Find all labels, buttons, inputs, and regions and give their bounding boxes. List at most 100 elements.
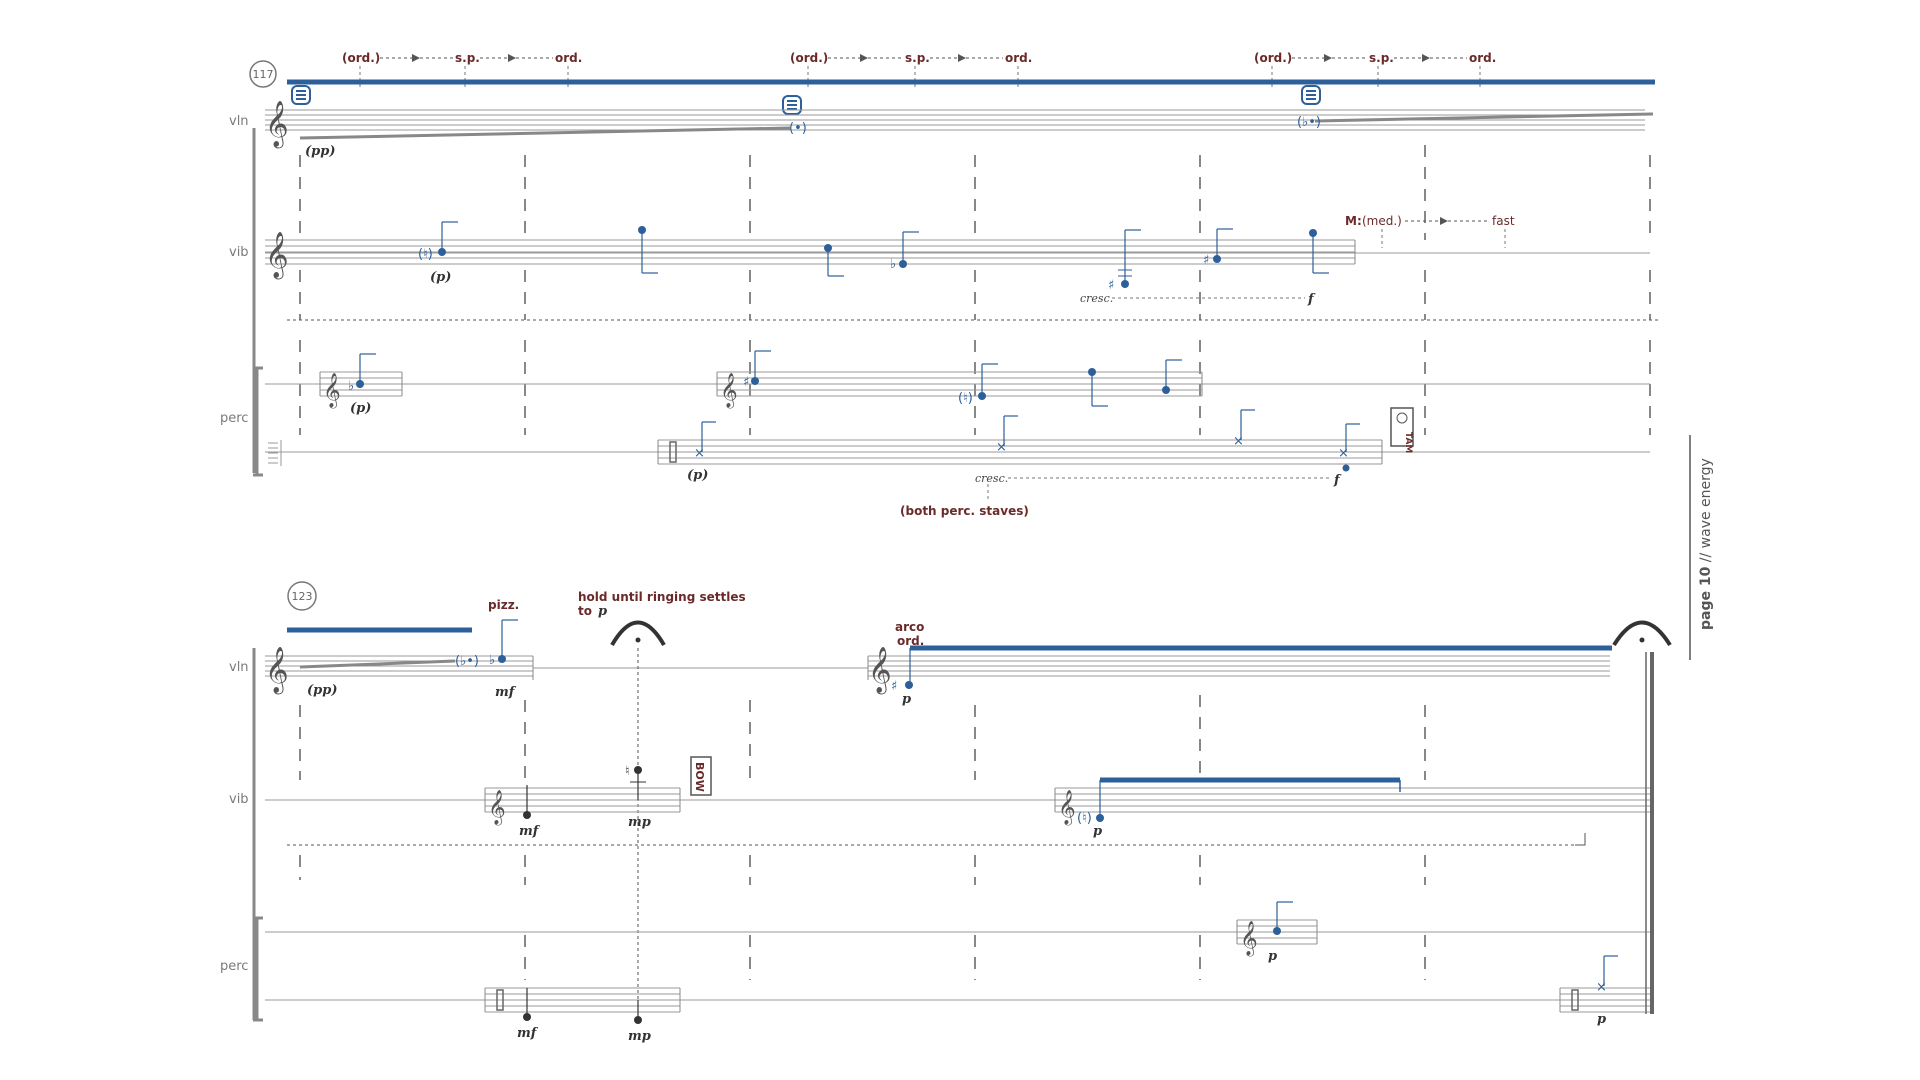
- dyn-mp: mp: [628, 1029, 651, 1044]
- bar-markers-2: [299, 695, 1426, 980]
- svg-text:(♭•): (♭•): [455, 654, 479, 669]
- treble-clef-icon: 𝄞: [265, 647, 289, 695]
- svg-text:♯: ♯: [1108, 278, 1114, 293]
- tech-sp: s.p.: [455, 51, 480, 65]
- tech-ord: ord.: [555, 51, 582, 65]
- tremolo-icon: [291, 85, 311, 105]
- svg-text:(♮): (♮): [958, 391, 973, 406]
- instrument-label-vln: vln: [229, 114, 249, 129]
- dyn-pp: (pp): [307, 683, 337, 698]
- dyn-cresc: cresc.: [1080, 292, 1113, 305]
- tech-sp: s.p.: [905, 51, 930, 65]
- vln-staff-a: [265, 655, 533, 677]
- dyn-p: p: [902, 692, 911, 707]
- svg-text:♯: ♯: [891, 679, 897, 694]
- dyn-f: f: [1333, 473, 1342, 488]
- tech-ord: (ord.): [342, 51, 380, 65]
- perc-clef-icon: [496, 989, 504, 1011]
- svg-text:BOW: BOW: [693, 762, 706, 792]
- dyn-p: p: [1597, 1012, 1606, 1027]
- perc-clef-icon: [669, 441, 677, 463]
- bar-markers-1: [299, 145, 1651, 435]
- treble-clef-icon: 𝄞: [1058, 790, 1076, 826]
- treble-clef-icon: 𝄞: [868, 647, 892, 695]
- vib-staff: [265, 239, 1355, 265]
- dyn-p: p: [1268, 949, 1277, 964]
- dyn-p: (p): [430, 270, 451, 285]
- treble-clef-icon: 𝄞: [265, 232, 289, 280]
- vib-staff-b: [1055, 787, 1650, 813]
- note-paren: (•): [789, 121, 807, 136]
- tech-sp: s.p.: [1369, 51, 1394, 65]
- tremolo-icon: [782, 95, 802, 115]
- perc-x-notes: × × × ×: [694, 409, 1360, 472]
- perc-staff-1b: [717, 371, 1202, 397]
- dyn-p: (p): [350, 401, 371, 416]
- hold-text: hold until ringing settles: [578, 590, 746, 604]
- vln-staff: [265, 109, 1645, 131]
- tech-ord: ord.: [1005, 51, 1032, 65]
- svg-text:(♮): (♮): [1077, 811, 1092, 826]
- fermata-icon: [1612, 620, 1672, 647]
- tech-ord: (ord.): [1254, 51, 1292, 65]
- dyn-cresc: cresc.: [975, 472, 1008, 485]
- dyn-mf: mf: [495, 685, 517, 700]
- vln-staff-b: [868, 655, 1610, 677]
- dyn-p: p: [1093, 824, 1102, 839]
- perc-note: (both perc. staves): [900, 504, 1029, 518]
- technique-row-2: (ord.) s.p. ord.: [790, 51, 1032, 90]
- instrument-label-vln: vln: [229, 660, 249, 675]
- measure-number: 123: [292, 590, 313, 603]
- mallet-from: (med.): [1362, 214, 1402, 228]
- instrument-label-vib: vib: [229, 245, 249, 260]
- measure-number: 117: [253, 68, 274, 81]
- svg-text:♮: ♮: [625, 764, 630, 779]
- measure-number-circle: [287, 581, 317, 611]
- page-label: page 10 // wave energy: [1698, 458, 1714, 630]
- tremolo-icon: [1301, 85, 1321, 105]
- svg-text:×: ×: [1338, 446, 1349, 461]
- mallet-label: M:: [1345, 214, 1362, 228]
- treble-clef-icon: 𝄞: [1240, 921, 1258, 957]
- system-2: 123 vln 𝄞 (♭•) ♭ pizz. (pp) mf hold unti…: [220, 581, 1672, 1044]
- dyn-pp: (pp): [305, 144, 335, 159]
- svg-text:♯: ♯: [743, 375, 749, 390]
- technique-row-1: (ord.) s.p. ord.: [342, 51, 582, 90]
- perc-clef-icon: [268, 440, 282, 466]
- dyn-mp: mp: [628, 815, 651, 830]
- perc-staff-2a: [485, 987, 680, 1013]
- perc-staff-2: [658, 439, 1382, 465]
- note-paren: (♭•): [1297, 115, 1321, 130]
- vib-staff-a: [485, 787, 680, 813]
- svg-text:♭: ♭: [348, 379, 354, 394]
- svg-text:♭: ♭: [890, 257, 896, 272]
- svg-text:×: ×: [694, 446, 705, 461]
- fermata-icon: [610, 620, 666, 647]
- perc-staff-2b: [1560, 987, 1650, 1013]
- perc-clef-icon: [1571, 989, 1579, 1011]
- tech-arco: arco: [895, 620, 924, 634]
- vln-gliss-line: [299, 126, 791, 140]
- svg-text:♯: ♯: [1203, 253, 1209, 268]
- mallet-to: fast: [1492, 214, 1515, 228]
- measure-number-circle: [249, 60, 277, 88]
- svg-text:×: ×: [996, 440, 1007, 455]
- svg-text:×: ×: [1596, 980, 1607, 995]
- dyn-p: (p): [687, 468, 708, 483]
- instrument-label-perc: perc: [220, 959, 248, 974]
- vib-notes: (♮) ♭ ♯ ♯: [418, 221, 1329, 293]
- dyn-mf: mf: [517, 1026, 539, 1041]
- svg-text:TAM: TAM: [1403, 432, 1413, 453]
- instrument-label-perc: perc: [220, 411, 248, 426]
- svg-text:♭: ♭: [489, 653, 495, 668]
- system-1: 117 (ord.) s.p. ord. (ord.) s.p. ord.: [220, 51, 1660, 518]
- svg-text:×: ×: [1233, 434, 1244, 449]
- technique-row-3: (ord.) s.p. ord.: [1254, 51, 1496, 90]
- svg-text:(♮): (♮): [418, 247, 433, 262]
- hold-text-to: to: [578, 604, 592, 618]
- treble-clef-icon: 𝄞: [488, 790, 506, 826]
- hold-dyn: p: [598, 604, 607, 619]
- treble-clef-icon: 𝄞: [720, 373, 738, 409]
- instrument-label-vib: vib: [229, 792, 249, 807]
